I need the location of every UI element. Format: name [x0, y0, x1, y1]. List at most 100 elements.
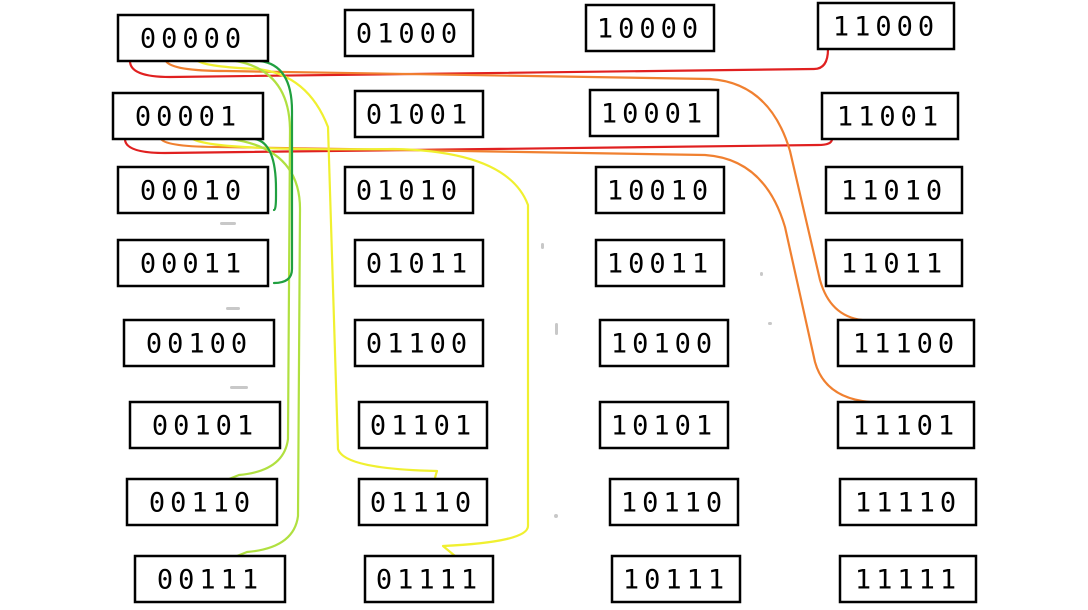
code-box-11110: 11110 [838, 477, 978, 527]
code-box-frame [343, 165, 475, 215]
connection-00000-00110 [227, 59, 292, 481]
code-box-frame [125, 477, 279, 527]
code-label: 01111 [376, 565, 482, 596]
code-box-11101: 11101 [836, 400, 976, 450]
code-label: 10111 [623, 565, 729, 596]
code-box-11001: 11001 [820, 91, 960, 141]
code-box-01101: 01101 [357, 400, 489, 450]
code-box-10000: 10000 [584, 3, 716, 53]
code-box-11010: 11010 [824, 165, 964, 215]
code-box-01110: 01110 [357, 477, 489, 527]
code-label: 10101 [611, 411, 717, 442]
code-box-frame [588, 88, 720, 138]
code-box-10111: 10111 [610, 554, 742, 604]
background-specks [220, 222, 772, 518]
code-box-frame [610, 554, 742, 604]
code-label: 00101 [152, 411, 258, 442]
code-box-00110: 00110 [125, 477, 279, 527]
code-box-frame [816, 1, 956, 51]
code-box-frame [357, 400, 489, 450]
code-box-00010: 00010 [116, 165, 270, 215]
code-box-frame [836, 318, 976, 368]
code-box-11000: 11000 [816, 1, 956, 51]
code-box-01010: 01010 [343, 165, 475, 215]
connection-00001-01111 [191, 137, 530, 558]
code-label: 01101 [370, 411, 476, 442]
code-box-frame [820, 91, 960, 141]
code-box-00011: 00011 [116, 238, 270, 288]
connection-00001-00010 [253, 137, 278, 212]
connection-00001-11001 [123, 137, 834, 155]
code-box-frame [836, 400, 976, 450]
code-box-frame [598, 400, 730, 450]
code-label: 11011 [841, 249, 947, 280]
code-label: 11000 [833, 12, 939, 43]
code-box-frame [353, 89, 485, 139]
code-label: 01110 [370, 488, 476, 519]
code-label: 10011 [607, 249, 713, 280]
code-label: 01100 [366, 329, 472, 360]
code-box-10010: 10010 [594, 165, 726, 215]
code-box-frame [594, 165, 726, 215]
code-box-01100: 01100 [353, 318, 485, 368]
code-box-frame [598, 318, 730, 368]
code-box-frame [584, 3, 716, 53]
code-box-00100: 00100 [122, 318, 276, 368]
code-label: 10001 [601, 99, 707, 130]
code-label: 11101 [853, 411, 959, 442]
code-label: 00010 [140, 176, 246, 207]
connection-00001-00111 [229, 137, 302, 558]
code-box-01011: 01011 [353, 238, 485, 288]
code-box-10001: 10001 [588, 88, 720, 138]
code-boxes: 00000 00001 00010 00011 00100 00101 00110 00111… [111, 1, 978, 604]
code-box-frame [353, 318, 485, 368]
code-box-frame [133, 554, 287, 604]
code-box-10110: 10110 [608, 477, 740, 527]
code-label: 11010 [841, 176, 947, 207]
code-label: 01000 [356, 19, 462, 50]
code-label: 10010 [607, 176, 713, 207]
code-box-frame [363, 554, 495, 604]
code-box-frame [116, 238, 270, 288]
code-label: 11100 [853, 329, 959, 360]
code-box-00111: 00111 [133, 554, 287, 604]
code-box-11011: 11011 [824, 238, 964, 288]
code-label: 11111 [855, 565, 961, 596]
code-box-frame [608, 477, 740, 527]
code-label: 01011 [366, 249, 472, 280]
code-label: 01001 [366, 100, 472, 131]
code-box-01001: 01001 [353, 89, 485, 139]
connection-00000-11100 [164, 59, 864, 322]
code-label: 10000 [597, 14, 703, 45]
code-box-frame [594, 238, 726, 288]
code-box-frame [824, 165, 964, 215]
code-box-01000: 01000 [343, 8, 475, 58]
code-box-frame [838, 477, 978, 527]
connection-00001-11101 [159, 137, 872, 404]
code-box-frame [357, 477, 489, 527]
code-box-frame [116, 13, 270, 63]
code-label: 00000 [140, 24, 246, 55]
code-box-01111: 01111 [363, 554, 495, 604]
code-label: 10100 [611, 329, 717, 360]
code-label: 00100 [146, 329, 252, 360]
code-box-frame [353, 238, 485, 288]
code-box-frame [116, 165, 270, 215]
code-label: 00001 [135, 102, 241, 133]
code-box-10100: 10100 [598, 318, 730, 368]
code-box-frame [111, 91, 265, 141]
code-label: 01010 [356, 176, 462, 207]
code-box-00001: 00001 [111, 91, 265, 141]
code-box-00000: 00000 [116, 13, 270, 63]
code-box-frame [824, 238, 964, 288]
code-box-10011: 10011 [594, 238, 726, 288]
code-label: 00110 [149, 488, 255, 519]
code-box-frame [838, 554, 978, 604]
code-box-10101: 10101 [598, 400, 730, 450]
connection-00000-11000 [128, 47, 830, 79]
code-label: 00011 [140, 249, 246, 280]
code-box-frame [128, 400, 282, 450]
connection-lines [123, 47, 872, 558]
code-box-00101: 00101 [128, 400, 282, 450]
